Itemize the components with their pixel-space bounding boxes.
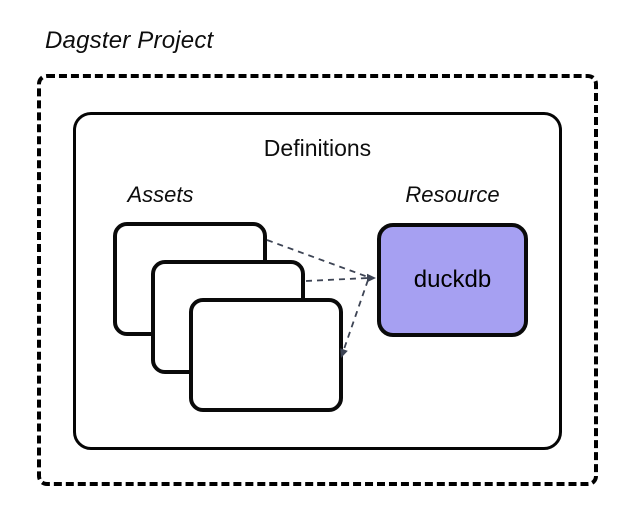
definitions-container: Definitions Assets Resource duckdb (73, 112, 562, 450)
definitions-label: Definitions (263, 135, 372, 161)
resource-node: duckdb (377, 223, 528, 337)
assets-group-label: Assets (127, 182, 194, 207)
asset-card-3 (189, 298, 343, 412)
diagram-title: Dagster Project (45, 27, 214, 54)
dagster-project-boundary: Definitions Assets Resource duckdb (37, 74, 598, 486)
resource-group-label: Resource (405, 182, 500, 207)
resource-node-label: duckdb (413, 266, 492, 293)
asset-cards-stack (76, 115, 559, 447)
